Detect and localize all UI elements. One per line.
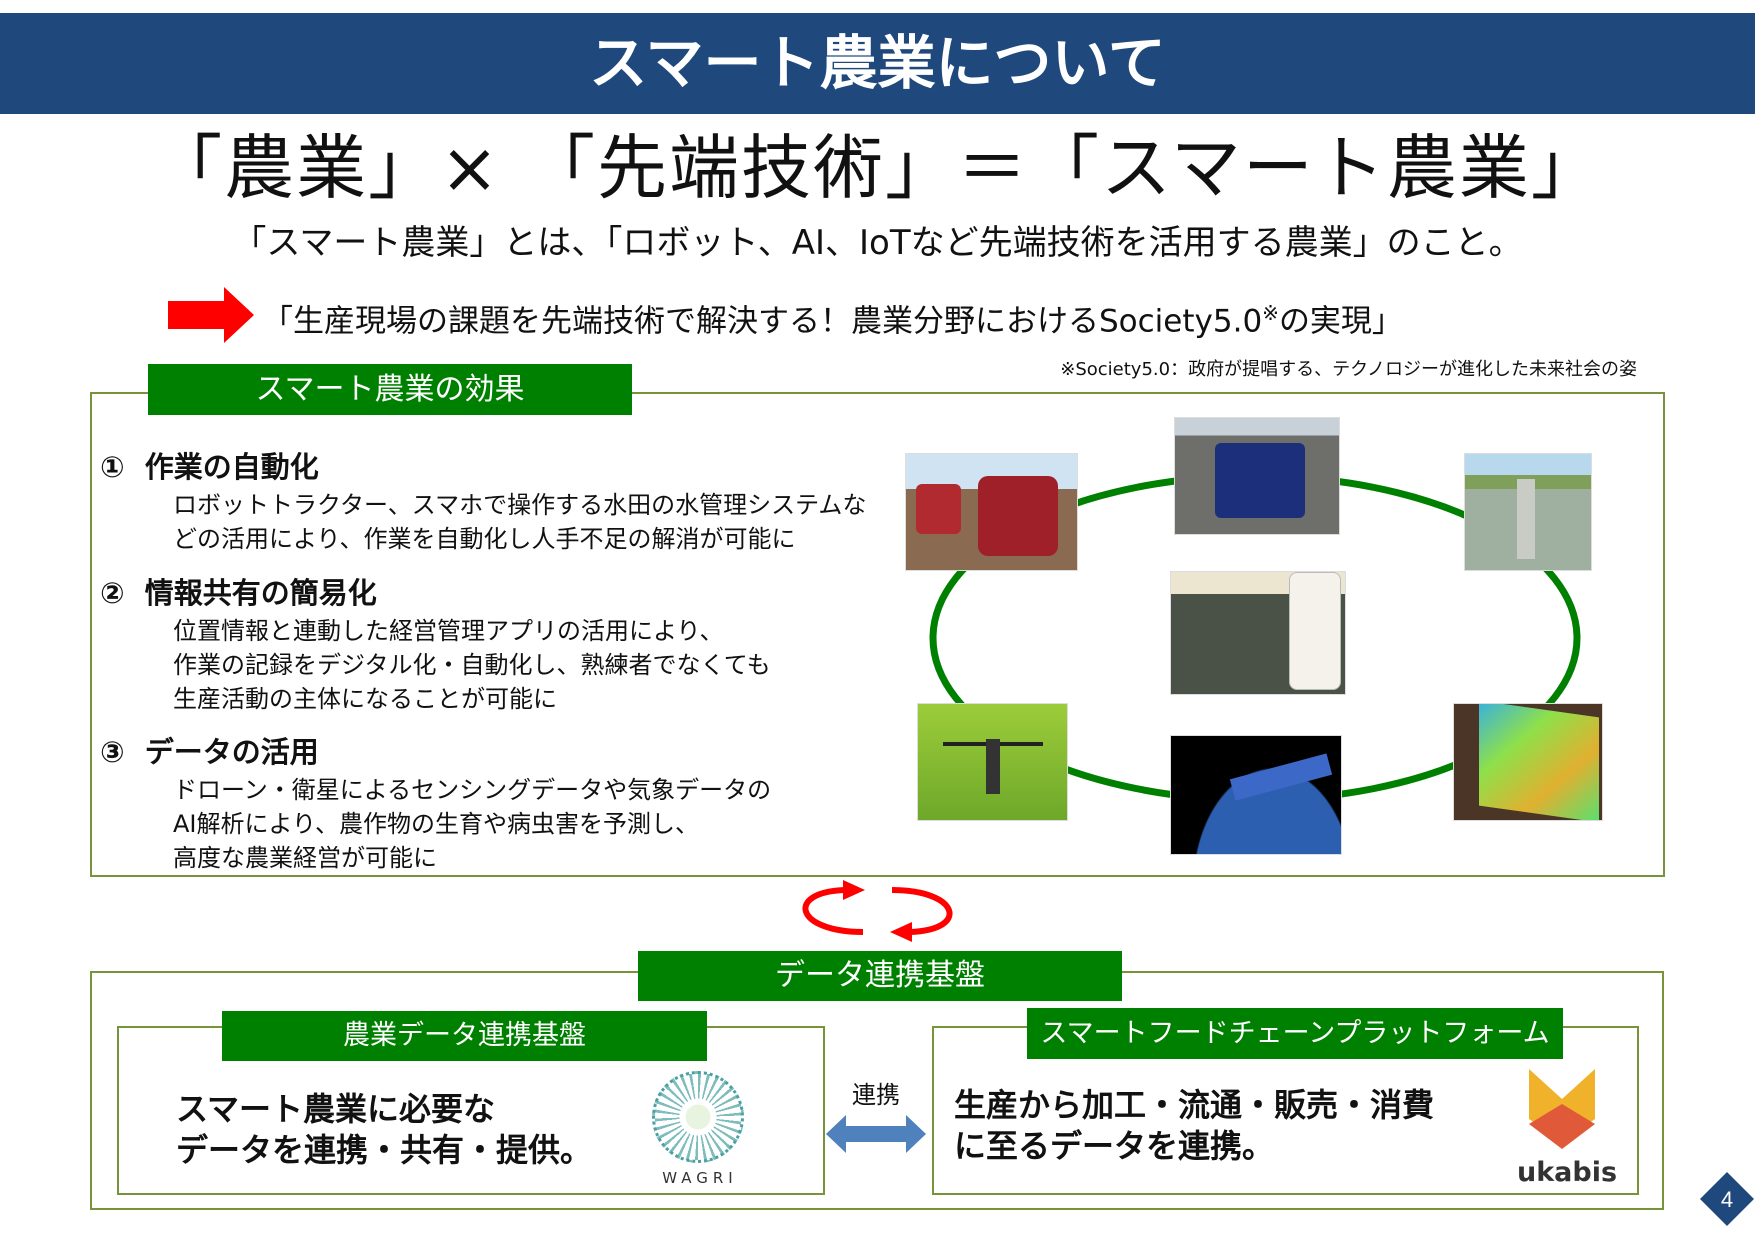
desc-line: スマート農業に必要な [176, 1090, 496, 1128]
item-number: ① [100, 450, 125, 484]
ukabis-logo: ukabis [1517, 1069, 1618, 1191]
ukabis-description: 生産から加工・流通・販売・消費に至るデータを連携。 [954, 1085, 1434, 1167]
farm-app-photo [1170, 571, 1346, 695]
desc-line: に至るデータを連携。 [954, 1127, 1275, 1165]
item-title: 作業の自動化 [144, 450, 319, 484]
item-line: ロボットトラクター、スマホで操作する水田の水管理システムな [173, 491, 867, 519]
data-platform-label: データ連携基盤 [638, 951, 1122, 1001]
robot-tractor-photo [905, 453, 1078, 571]
goal-text-end: の実現」 [1278, 303, 1403, 340]
red-arrow-icon [168, 287, 254, 343]
goal-text: 「生産現場の課題を先端技術で解決する！農業分野におけるSociety5.0 [262, 303, 1263, 340]
goal-statement: 「生産現場の課題を先端技術で解決する！農業分野におけるSociety5.0※の実… [262, 291, 1403, 343]
cycle-arrows-icon [802, 880, 953, 942]
wagri-logo-text: WAGRI [662, 1169, 738, 1187]
effect-item-2: ② 情報共有の簡易化 位置情報と連動した経営管理アプリの活用により、作業の記録を… [100, 570, 771, 716]
item-title: データの活用 [144, 735, 319, 769]
page-number-badge: 4 [1700, 1172, 1754, 1226]
satellite-photo [1170, 735, 1342, 855]
water-sensor-photo [1464, 453, 1592, 571]
sensing-map-photo [1453, 703, 1603, 821]
footnote-mark: ※ [1262, 301, 1279, 325]
rice-transplanter-photo [1174, 417, 1340, 535]
page-title: スマート農業について [589, 29, 1166, 97]
wagri-label: 農業データ連携基盤 [222, 1011, 707, 1061]
item-line: どの活用により、作業を自動化し人手不足の解消が可能に [173, 525, 796, 553]
item-number: ③ [100, 735, 125, 769]
wagri-logo: WAGRI [652, 1071, 748, 1191]
ukabis-label: スマートフードチェーンプラットフォーム [1027, 1008, 1563, 1059]
link-label: 連携 [852, 1081, 900, 1109]
effect-item-3: ③ データの活用 ドローン・衛星によるセンシングデータや気象データの AI解析によ… [100, 729, 771, 875]
effects-panel [90, 392, 1665, 877]
item-line: 作業の記録をデジタル化・自動化し、熟練者でなくても [173, 651, 771, 679]
item-number: ② [100, 576, 125, 610]
double-arrow-icon [826, 1115, 926, 1153]
effect-item-1: ① 作業の自動化 ロボットトラクター、スマホで操作する水田の水管理システムなどの… [100, 444, 866, 556]
footnote: ※Society5.0：政府が提唱する、テクノロジーが進化した未来社会の姿 [1060, 359, 1637, 380]
definition-text: 「スマート農業」とは、「ロボット、AI、IoTなど先端技術を活用する農業」のこと… [232, 223, 1523, 263]
page-header: スマート農業について [0, 13, 1755, 114]
item-title: 情報共有の簡易化 [144, 576, 377, 610]
effects-label: スマート農業の効果 [148, 364, 632, 415]
item-line: 生産活動の主体になることが可能に [173, 685, 557, 713]
item-line: AI解析により、農作物の生育や病虫害を予測し、 [173, 810, 700, 838]
desc-line: 生産から加工・流通・販売・消費 [954, 1086, 1435, 1124]
wagri-description: スマート農業に必要なデータを連携・共有・提供。 [176, 1089, 592, 1171]
drone-photo [917, 703, 1068, 821]
item-line: ドローン・衛星によるセンシングデータや気象データの [173, 776, 772, 804]
desc-line: データを連携・共有・提供。 [176, 1131, 593, 1169]
ukabis-logo-text: ukabis [1517, 1157, 1618, 1188]
wagri-emblem-icon [652, 1071, 744, 1163]
item-line: 位置情報と連動した経営管理アプリの活用により、 [173, 617, 724, 645]
item-line: 高度な農業経営が可能に [173, 844, 437, 872]
ukabis-emblem-icon [1529, 1069, 1595, 1149]
page-number: 4 [1721, 1187, 1733, 1212]
formula-heading: 「農業」× 「先端技術」＝「スマート農業」 [152, 127, 1603, 209]
